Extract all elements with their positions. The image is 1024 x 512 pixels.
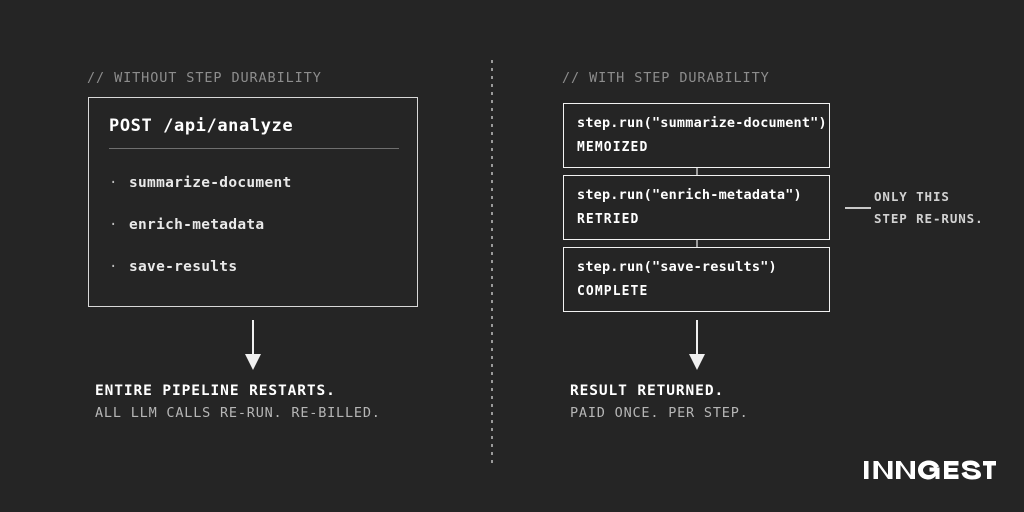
status-badge: RETRIED	[577, 212, 640, 227]
durable-step-stack: step.run("summarize-document") MEMOIZED …	[563, 103, 830, 312]
callout-line-2: STEP RE-RUNS.	[874, 211, 984, 226]
arrow-head	[689, 354, 705, 370]
step-call-expression: step.run("enrich-metadata")	[577, 187, 802, 203]
list-item: · enrich-metadata	[109, 204, 399, 246]
step-call-expression: step.run("save-results")	[577, 259, 777, 275]
step-label: summarize-document	[129, 175, 292, 191]
bullet-icon: ·	[109, 217, 118, 233]
step-connector-line	[696, 240, 698, 247]
bullet-icon: ·	[109, 175, 118, 191]
outcome-headline: ENTIRE PIPELINE RESTARTS.	[95, 383, 336, 399]
status-badge: COMPLETE	[577, 284, 649, 299]
left-section-comment: // WITHOUT STEP DURABILITY	[87, 70, 322, 86]
list-item: · summarize-document	[109, 162, 399, 204]
step-box-save-results: step.run("save-results") COMPLETE	[563, 247, 830, 312]
callout-line-1: ONLY THIS	[874, 189, 950, 204]
arrow-stem	[252, 320, 254, 356]
title-divider-rule	[109, 148, 399, 149]
inline-step-list: · summarize-document · enrich-metadata ·…	[109, 162, 399, 288]
outcome-subline: ALL LLM CALLS RE-RUN. RE-BILLED.	[95, 405, 381, 421]
monolithic-request-box: POST /api/analyze · summarize-document ·…	[88, 97, 418, 307]
bullet-icon: ·	[109, 259, 118, 275]
step-label: enrich-metadata	[129, 217, 265, 233]
list-item: · save-results	[109, 246, 399, 288]
step-box-summarize-document: step.run("summarize-document") MEMOIZED	[563, 103, 830, 168]
inngest-wordmark-icon	[864, 460, 996, 480]
step-label: save-results	[129, 259, 238, 275]
retry-callout-annotation: ONLY THIS STEP RE-RUNS.	[874, 186, 984, 230]
callout-leader-line	[845, 207, 871, 209]
outcome-subline: PAID ONCE. PER STEP.	[570, 405, 749, 421]
request-endpoint-title: POST /api/analyze	[109, 116, 294, 136]
inngest-logo	[864, 457, 996, 483]
step-connector-line	[696, 168, 698, 175]
right-outcome-caption: RESULT RETURNED. PAID ONCE. PER STEP.	[570, 380, 749, 424]
right-section-comment: // WITH STEP DURABILITY	[562, 70, 770, 86]
vertical-dotted-divider	[491, 60, 493, 464]
status-badge: MEMOIZED	[577, 140, 649, 155]
arrow-head	[245, 354, 261, 370]
left-outcome-caption: ENTIRE PIPELINE RESTARTS. ALL LLM CALLS …	[95, 380, 381, 424]
outcome-headline: RESULT RETURNED.	[570, 383, 725, 399]
arrow-stem	[696, 320, 698, 356]
step-call-expression: step.run("summarize-document")	[577, 115, 827, 131]
step-box-enrich-metadata: step.run("enrich-metadata") RETRIED	[563, 175, 830, 240]
